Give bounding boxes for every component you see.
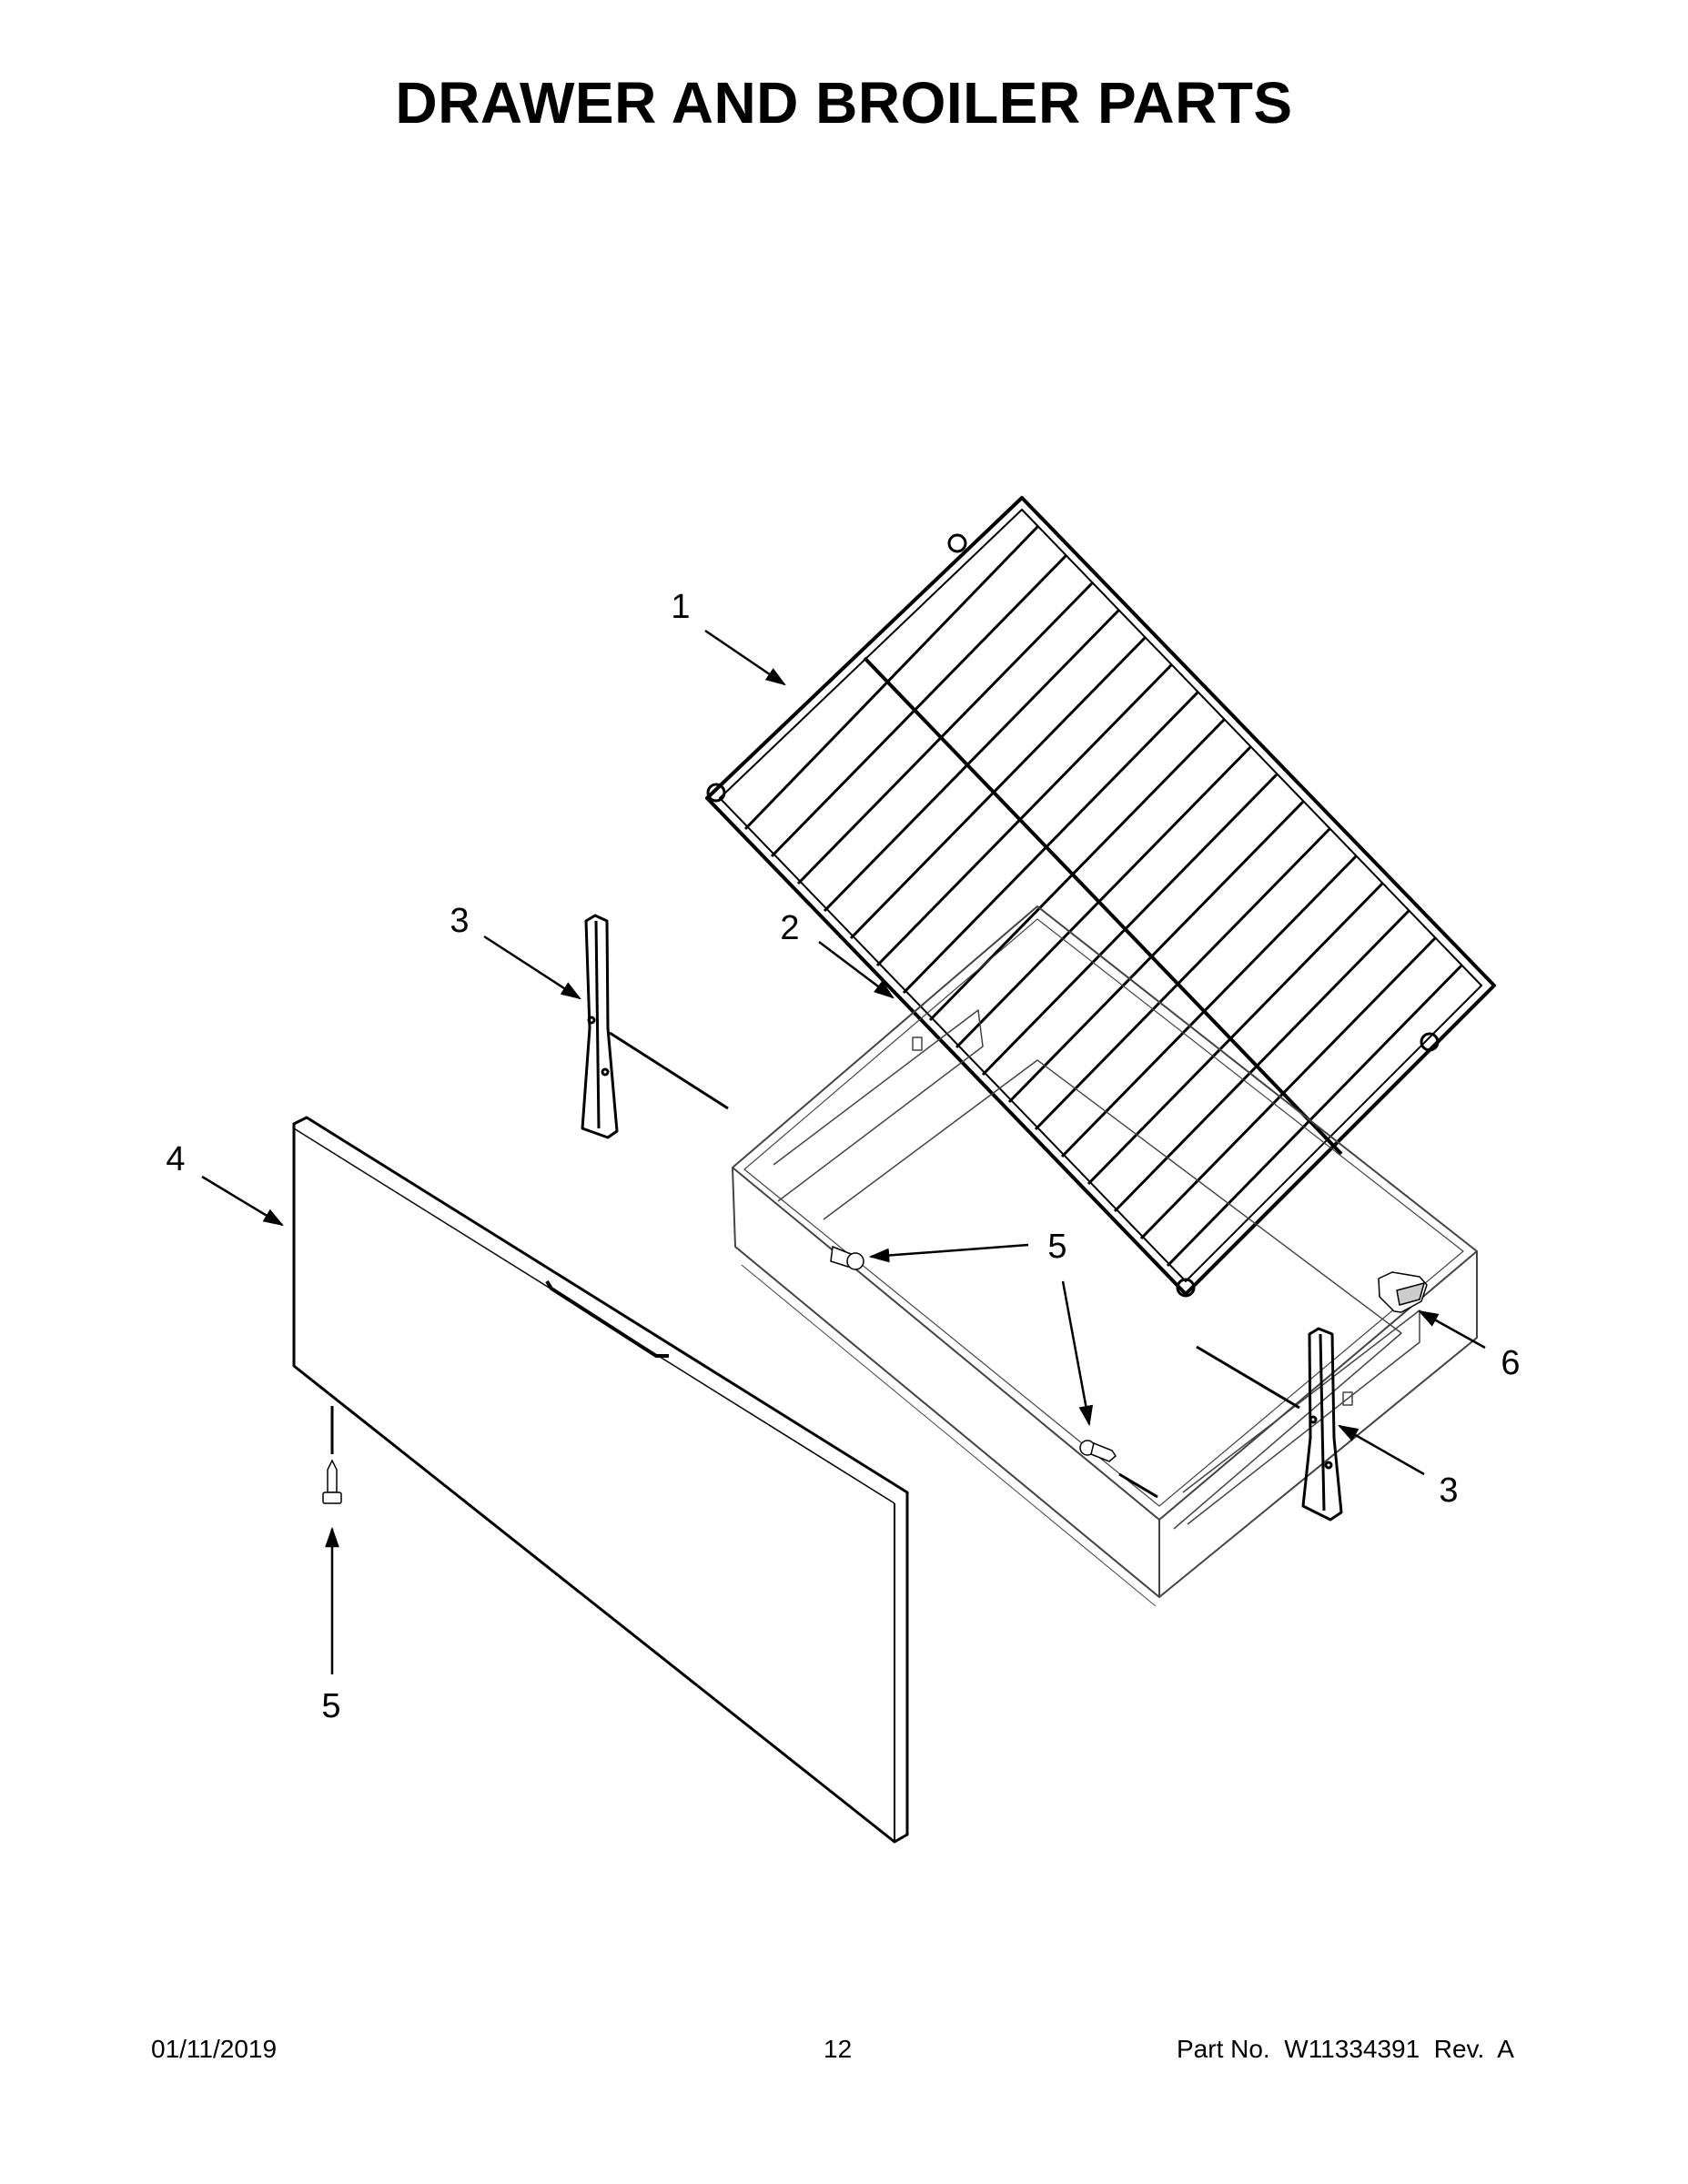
screw-front-panel — [322, 1406, 342, 1504]
callout-arrow-3b — [1338, 1424, 1425, 1476]
callout-label-1: 1 — [671, 588, 691, 626]
callout-label-3-right: 3 — [1439, 1471, 1459, 1510]
drawer-clip — [1378, 1271, 1428, 1313]
callout-arrow-2 — [818, 941, 895, 999]
glide-axis-right — [1196, 1345, 1300, 1410]
glide-axis-right-2 — [1118, 1472, 1158, 1499]
callout-arrow-5c — [1061, 1280, 1094, 1427]
callout-label-5-panel: 5 — [321, 1687, 341, 1725]
page-title: DRAWER AND BROILER PARTS — [395, 70, 1293, 136]
callout-label-6: 6 — [1501, 1344, 1521, 1382]
callout-label-4: 4 — [166, 1140, 186, 1178]
callout-label-3-left: 3 — [450, 902, 470, 940]
drawer-front-panel — [292, 1116, 909, 1844]
callout-arrow-6 — [1418, 1309, 1486, 1350]
drawer-glide-right — [1301, 1327, 1343, 1522]
callout-arrow-5b — [868, 1243, 1029, 1263]
callout-label-2: 2 — [780, 909, 800, 947]
drawer-glide-left — [581, 914, 619, 1139]
broiler-rack — [705, 496, 1496, 1298]
footer-part-number: Part No. W11334391 Rev. A — [1177, 2035, 1514, 2063]
footer-page-number: 12 — [824, 2035, 853, 2063]
callout-arrow-4 — [201, 1175, 284, 1227]
drawer-body — [732, 905, 1478, 1607]
screw-drawer-side-upper — [830, 1245, 864, 1270]
callout-arrow-1 — [704, 629, 786, 686]
callout-arrow-3a — [483, 935, 581, 1000]
callout-label-5-drawer: 5 — [1047, 1228, 1067, 1266]
glide-axis-left — [609, 1031, 729, 1110]
footer-date: 01/11/2019 — [151, 2035, 278, 2063]
screw-drawer-side-lower — [1079, 1440, 1117, 1462]
